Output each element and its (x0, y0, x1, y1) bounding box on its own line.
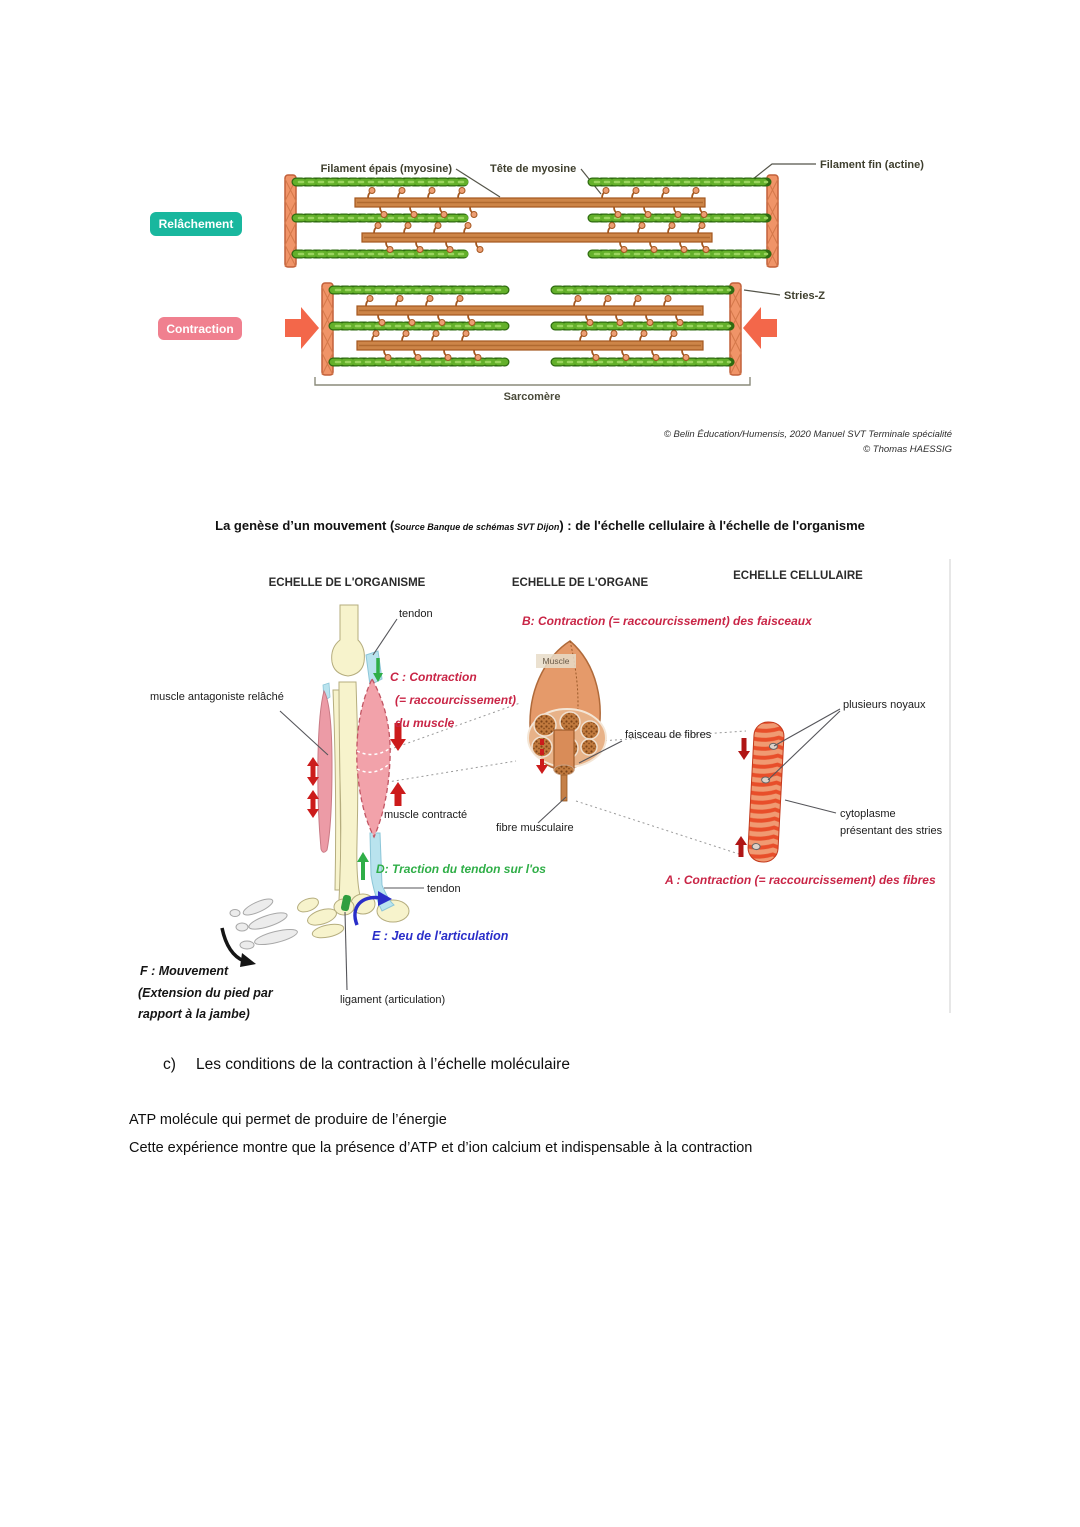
leader-line (743, 289, 781, 296)
sarcomere-bracket (314, 377, 751, 386)
myosin-head-label: Tête de myosine (490, 163, 576, 175)
leg-diagram (220, 604, 410, 967)
actin-filaments (328, 285, 735, 367)
annotation-a: A : Contraction (= raccourcissement) des… (664, 873, 936, 887)
contracted-muscle-label: muscle contracté (384, 809, 467, 821)
inward-arrow-right (743, 307, 777, 349)
achilles-tendon (369, 832, 395, 912)
cytoplasm-label-2: présentant des stries (840, 825, 943, 837)
leader-lines (279, 618, 841, 991)
contracted-muscle (356, 677, 391, 839)
section-heading-marker: c) (163, 1056, 176, 1073)
filament-thin-label: Filament fin (actine) (820, 159, 924, 171)
z-lines-label: Stries-Z (784, 290, 825, 302)
annotation-c-line3: du muscle (395, 716, 455, 730)
credit-line-2: © Thomas HAESSIG (863, 444, 952, 455)
myosin-filaments (356, 294, 704, 362)
myosin-filaments (354, 186, 713, 254)
tendon-bottom-label: tendon (427, 883, 461, 895)
toe-bones (229, 898, 298, 950)
fascicle-label: faisceau de fibres (625, 729, 712, 741)
antagonist-muscle (317, 689, 333, 853)
column-organism: ECHELLE DE L'ORGANISME (269, 577, 426, 589)
movement-arrowhead (240, 953, 256, 967)
body-line-1: ATP molécule qui permet de produire de l… (129, 1112, 447, 1128)
nucleus (751, 843, 761, 851)
column-cell: ECHELLE CELLULAIRE (733, 570, 863, 582)
muscle-fiber-diagram (735, 721, 785, 863)
credit-line-1: © Belin Éducation/Humensis, 2020 Manuel … (663, 429, 952, 440)
fiber-contraction-arrows (735, 738, 750, 857)
annotation-f-line1: F : Mouvement (140, 964, 229, 978)
movement-figure: ECHELLE DE L'ORGANISME ECHELLE DE L'ORGA… (138, 559, 951, 1021)
title-suffix: ) : de l'échelle cellulaire à l'échelle … (559, 518, 865, 533)
sarcomere-figure: Filament épais (myosine) Tête de myosine… (150, 159, 924, 403)
relaxed-badge-label: Relâchement (159, 217, 234, 231)
annotation-f-line2: (Extension du pied par (138, 986, 274, 1000)
movement-figure-title: La genèse d’un mouvement (Source Banque … (130, 517, 950, 535)
muscle-section-mark (356, 748, 390, 756)
nuclei-label: plusieurs noyaux (843, 699, 926, 711)
leader-line (455, 168, 501, 198)
figure-credits: © Belin Éducation/Humensis, 2020 Manuel … (540, 427, 952, 457)
annotation-f-line3: rapport à la jambe) (138, 1007, 250, 1021)
title-prefix: La genèse d’un mouvement ( (215, 518, 395, 533)
joint-motion-arrow (353, 895, 381, 926)
cytoplasm-label-1: cytoplasme (840, 808, 896, 820)
annotation-b: B: Contraction (= raccourcissement) des … (522, 614, 813, 628)
sarcomere-contracted-diagram (285, 282, 777, 376)
pulled-fascicle (553, 729, 575, 771)
ligament-label: ligament (articulation) (340, 994, 445, 1006)
joint-motion-arrowhead (378, 891, 392, 906)
leg-bones (297, 604, 410, 939)
inward-arrow-left (285, 307, 319, 349)
relaxed-badge: Relâchement (150, 212, 242, 236)
contracted-badge: Contraction (158, 317, 242, 340)
scale-connection-lines (379, 702, 747, 856)
annotation-e: E : Jeu de l'articulation (372, 929, 509, 943)
section-heading-text: Les conditions de la contraction à l’éch… (196, 1056, 570, 1073)
tendon-top-label: tendon (399, 608, 433, 620)
fascicle-section (553, 764, 575, 776)
actin-filaments (291, 177, 772, 259)
annotation-d: D: Traction du tendon sur l'os (376, 862, 546, 876)
annotation-c-line1: C : Contraction (390, 670, 477, 684)
sarcomere-label: Sarcomère (504, 391, 561, 403)
filament-thick-label: Filament épais (myosine) (321, 163, 453, 175)
organ-contraction-arrowhead (536, 765, 548, 774)
red-contraction-arrows (307, 723, 406, 818)
nucleus (761, 776, 771, 784)
title-source: Source Banque de schémas SVT Dijon (394, 522, 560, 532)
muscle-organ-diagram: Muscle (527, 640, 607, 802)
section-heading: c) Les conditions de la contraction à l’… (163, 1056, 570, 1074)
green-arrows (357, 658, 383, 880)
single-fiber (560, 774, 568, 802)
leader-line (747, 163, 816, 184)
muscle-tag-label: Muscle (543, 656, 570, 666)
ligament-spot (340, 894, 352, 912)
body-text: ATP molécule qui permet de produire de l… (129, 1106, 969, 1162)
body-line-2: Cette expérience montre que la présence … (129, 1140, 753, 1156)
column-organ: ECHELLE DE L'ORGANE (512, 577, 649, 589)
muscle-section-mark (356, 764, 389, 773)
muscle-tag-box (536, 654, 576, 668)
annotation-c-line2: (= raccourcissement) (395, 693, 516, 707)
antagonist-label: muscle antagoniste relâché (150, 691, 284, 703)
sarcomere-relaxed-diagram (284, 174, 779, 268)
fiber-label: fibre musculaire (496, 822, 574, 834)
contracted-badge-label: Contraction (166, 322, 233, 336)
